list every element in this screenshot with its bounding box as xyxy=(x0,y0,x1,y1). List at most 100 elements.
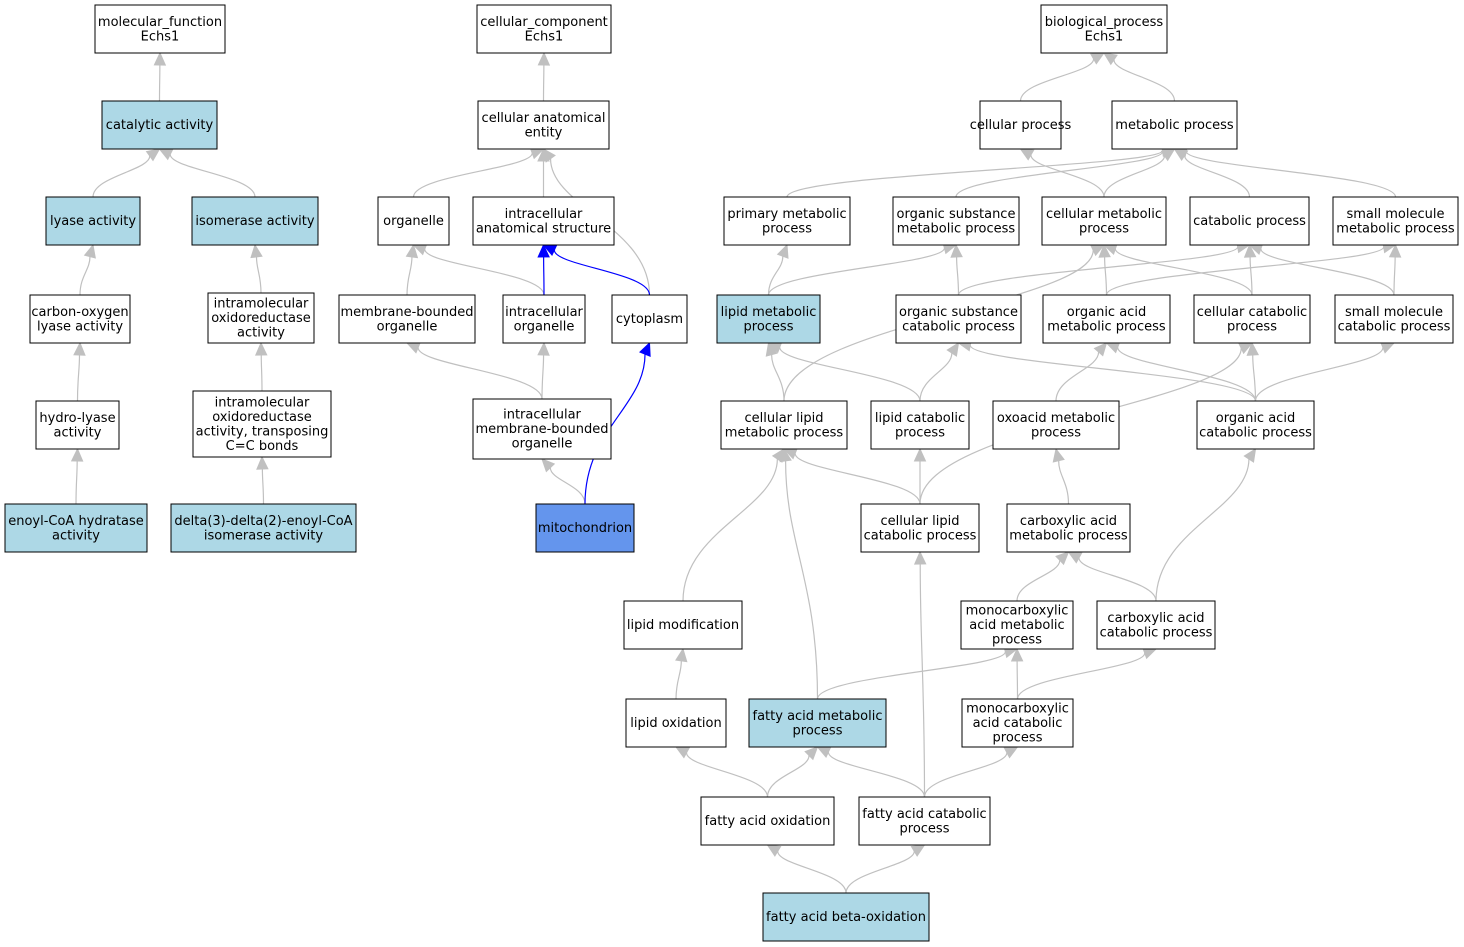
node-box[interactable] xyxy=(1111,100,1238,150)
node-box[interactable] xyxy=(858,796,991,846)
node-box[interactable] xyxy=(1193,294,1311,344)
node-box[interactable] xyxy=(338,294,476,344)
node-box[interactable] xyxy=(723,196,851,246)
node-box[interactable] xyxy=(979,100,1062,150)
node-lipidmod[interactable]: lipid modification xyxy=(623,600,743,650)
node-box[interactable] xyxy=(192,390,332,458)
node-catalytic[interactable]: catalytic activity xyxy=(101,100,218,150)
node-box[interactable] xyxy=(892,196,1020,246)
node-box[interactable] xyxy=(716,294,821,344)
node-box[interactable] xyxy=(720,400,848,450)
node-box[interactable] xyxy=(748,698,887,748)
node-box[interactable] xyxy=(476,4,612,54)
node-box[interactable] xyxy=(1189,196,1310,246)
node-box[interactable] xyxy=(477,100,610,150)
node-box[interactable] xyxy=(1042,294,1171,344)
node-box[interactable] xyxy=(502,294,586,344)
edge-cae-to-cc xyxy=(537,51,551,102)
node-box[interactable] xyxy=(992,400,1120,450)
node-label: intracellular xyxy=(503,408,581,423)
node-isomerase[interactable]: isomerase activity xyxy=(191,196,319,246)
node-box[interactable] xyxy=(625,698,727,748)
node-box[interactable] xyxy=(191,196,319,246)
node-box[interactable] xyxy=(472,196,615,246)
node-lipidox[interactable]: lipid oxidation xyxy=(625,698,727,748)
node-box[interactable] xyxy=(4,503,148,553)
node-box[interactable] xyxy=(472,398,612,460)
node-fabeta[interactable]: fatty acid beta-oxidation xyxy=(762,892,930,942)
node-box[interactable] xyxy=(611,294,688,344)
node-box[interactable] xyxy=(45,196,141,246)
node-box[interactable] xyxy=(762,892,930,942)
node-box[interactable] xyxy=(870,400,970,450)
node-box[interactable] xyxy=(961,698,1074,748)
node-box[interactable] xyxy=(1334,294,1454,344)
node-box[interactable] xyxy=(35,400,120,450)
node-box[interactable] xyxy=(1040,4,1168,54)
node-cytoplasm[interactable]: cytoplasm xyxy=(611,294,688,344)
node-box[interactable] xyxy=(960,600,1074,650)
node-box[interactable] xyxy=(1096,600,1216,650)
node-box[interactable] xyxy=(1196,400,1315,450)
edge-line xyxy=(1016,560,1061,602)
node-box[interactable] xyxy=(207,292,315,344)
node-box[interactable] xyxy=(170,503,357,553)
node-box[interactable] xyxy=(101,100,218,150)
node-box[interactable] xyxy=(1041,196,1167,246)
node-box[interactable] xyxy=(895,294,1022,344)
node-faox[interactable]: fatty acid oxidation xyxy=(700,796,835,846)
node-box[interactable] xyxy=(1006,503,1131,553)
node-lyase[interactable]: lyase activity xyxy=(45,196,141,246)
edge-line xyxy=(675,660,682,700)
node-metproc[interactable]: metabolic process xyxy=(1111,100,1238,150)
node-box[interactable] xyxy=(860,503,980,553)
node-box[interactable] xyxy=(94,4,226,54)
node-box[interactable] xyxy=(623,600,743,650)
node-box[interactable] xyxy=(700,796,835,846)
node-mito[interactable]: mitochondrion xyxy=(535,503,635,553)
edge-mito-to-imbo xyxy=(541,458,586,505)
node-box[interactable] xyxy=(535,503,635,553)
node-organelle[interactable]: organelle xyxy=(377,196,450,246)
node-box[interactable] xyxy=(29,294,131,344)
node-label: metabolic process xyxy=(1047,319,1166,334)
node-box[interactable] xyxy=(377,196,450,246)
node-catab[interactable]: catabolic process xyxy=(1189,196,1310,246)
node-box[interactable] xyxy=(1332,196,1459,246)
node-cellproc[interactable]: cellular process xyxy=(970,100,1072,150)
